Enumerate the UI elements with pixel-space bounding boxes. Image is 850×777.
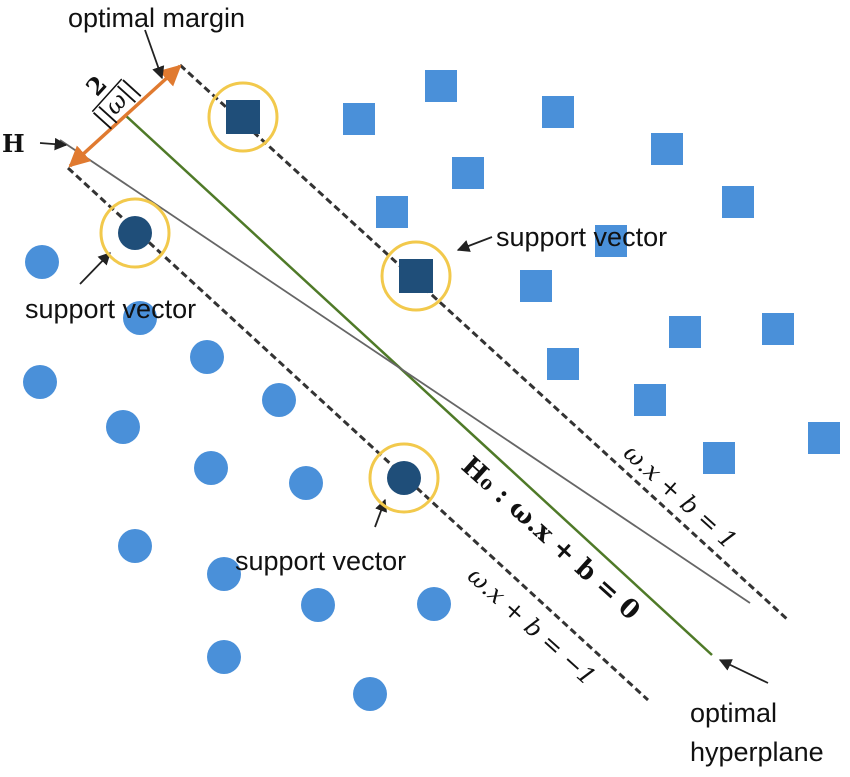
square-marker (452, 157, 484, 189)
square-marker (651, 133, 683, 165)
square-marker (520, 270, 552, 302)
circle-marker (194, 451, 228, 485)
optimal-margin-pointer (144, 29, 165, 80)
optimal-hyperplane-pointer (718, 659, 769, 684)
square-marker (425, 70, 457, 102)
square-marker (634, 384, 666, 416)
support-vector-square-middle (380, 240, 452, 312)
circle-marker (23, 365, 57, 399)
circle-marker (118, 529, 152, 563)
square-marker (762, 313, 794, 345)
support-vector-circle-bottom (368, 442, 440, 514)
square-marker (808, 422, 840, 454)
circle-marker (190, 340, 224, 374)
support-vector-label-right: support vector (496, 222, 667, 252)
square-marker (669, 316, 701, 348)
h-line (59, 139, 751, 604)
support-vector-label-left: support vector (25, 294, 196, 324)
circle-marker (289, 466, 323, 500)
optimal-hyperplane-line (124, 114, 713, 656)
h-pointer (39, 137, 68, 151)
circle-marker (353, 677, 387, 711)
square-points (343, 70, 840, 474)
support-vector-pointer-right (456, 236, 493, 252)
circle-marker (207, 557, 241, 591)
circle-points (23, 245, 451, 711)
lower-margin-line (66, 166, 650, 702)
h-label: H (2, 129, 25, 158)
optimal-hyperplane-label-line1: optimal (690, 698, 777, 728)
circle-marker (123, 301, 157, 335)
circle-marker (207, 640, 241, 674)
circle-marker (262, 383, 296, 417)
square-marker (547, 348, 579, 380)
square-marker (343, 103, 375, 135)
circle-marker (301, 588, 335, 622)
upper-margin-line (178, 63, 790, 622)
square-marker (376, 196, 408, 228)
square-marker (542, 96, 574, 128)
circle-marker (417, 587, 451, 621)
circle-marker (106, 410, 140, 444)
square-marker (722, 186, 754, 218)
support-vector-square-top (207, 81, 279, 153)
optimal-hyperplane-label-line2: hyperplane (690, 737, 824, 767)
support-vector-pointer-left (79, 252, 111, 285)
square-marker (595, 225, 627, 257)
optimal-margin-label: optimal margin (68, 3, 245, 33)
circle-marker (25, 245, 59, 279)
support-vector-circle-top (99, 197, 171, 269)
margin-width-arrow (68, 64, 182, 168)
square-marker (703, 442, 735, 474)
support-vector-label-bottom: support vector (235, 546, 406, 576)
